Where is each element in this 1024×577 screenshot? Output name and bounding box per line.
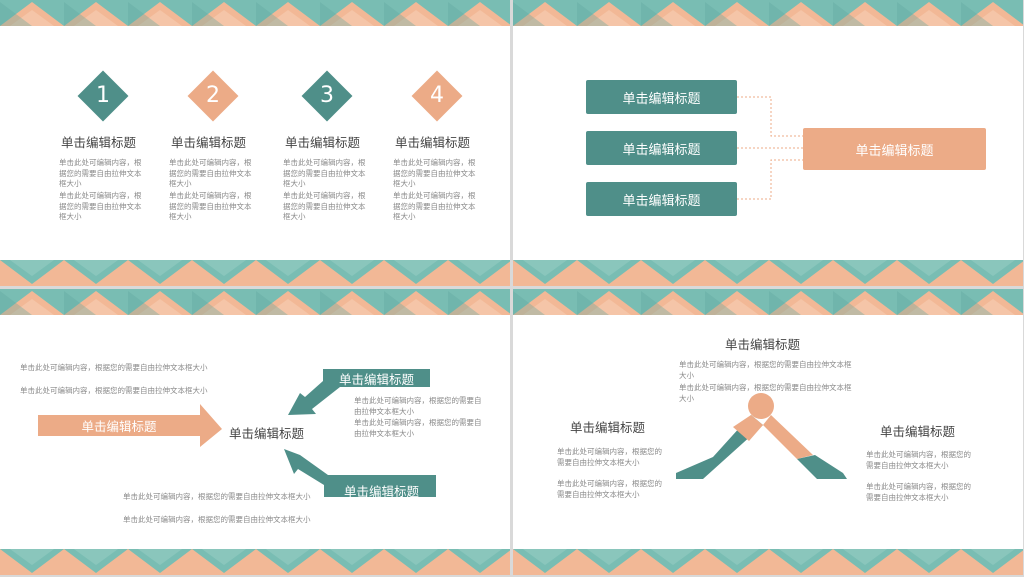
left-arrow-label[interactable]: 单击编辑标题: [38, 415, 200, 436]
step-number: 3: [320, 83, 334, 108]
step-body[interactable]: 单击此处可编辑内容，根据您的需要自由拉伸文本框大小: [169, 158, 252, 188]
step-body[interactable]: 单击此处可编辑内容，根据您的需要自由拉伸文本框大小: [393, 191, 476, 221]
step-number: 1: [96, 83, 110, 108]
step-number: 2: [206, 83, 220, 108]
left-box[interactable]: 单击编辑标题: [586, 131, 737, 165]
apex-circle: [748, 393, 774, 419]
step-body[interactable]: 单击此处可编辑内容，根据您的需要自由拉伸文本框大小: [393, 158, 476, 188]
right-text[interactable]: 单击此处可编辑内容，根据您的需要自由拉伸文本框大小: [354, 396, 482, 416]
bottom-text[interactable]: 单击此处可编辑内容，根据您的需要自由拉伸文本框大小: [123, 515, 311, 524]
step-title[interactable]: 单击编辑标题: [395, 135, 471, 150]
right-text[interactable]: 单击此处可编辑内容，根据您的需要自由拉伸文本框大小: [866, 450, 971, 470]
slide-numbered-steps[interactable]: 1 单击编辑标题 单击此处可编辑内容，根据您的需要自由拉伸文本框大小 单击此处可…: [0, 0, 510, 286]
left-text[interactable]: 单击此处可编辑内容，根据您的需要自由拉伸文本框大小: [20, 386, 208, 395]
step-body[interactable]: 单击此处可编辑内容，根据您的需要自由拉伸文本框大小: [169, 191, 252, 221]
left-text[interactable]: 单击此处可编辑内容，根据您的需要自由拉伸文本框大小: [557, 447, 662, 467]
bottom-text[interactable]: 单击此处可编辑内容，根据您的需要自由拉伸文本框大小: [123, 492, 311, 501]
top-text[interactable]: 单击此处可编辑内容，根据您的需要自由拉伸文本框大小: [679, 360, 852, 380]
zigzag-band-bottom: [513, 260, 1023, 286]
top-text[interactable]: 单击此处可编辑内容，根据您的需要自由拉伸文本框大小: [679, 383, 852, 403]
step-title[interactable]: 单击编辑标题: [285, 135, 361, 150]
left-title[interactable]: 单击编辑标题: [570, 420, 646, 435]
right-box[interactable]: 单击编辑标题: [803, 128, 986, 170]
zigzag-band-top: [513, 289, 1023, 315]
left-box[interactable]: 单击编辑标题: [586, 80, 737, 114]
zigzag-band-top: [0, 0, 510, 26]
step-title[interactable]: 单击编辑标题: [171, 135, 247, 150]
right-text[interactable]: 单击此处可编辑内容，根据您的需要自由拉伸文本框大小: [354, 418, 482, 438]
slide-tree-merge[interactable]: 单击编辑标题 单击编辑标题 单击编辑标题 单击编辑标题: [513, 0, 1023, 286]
triangle-figure: [676, 393, 847, 479]
right-text[interactable]: 单击此处可编辑内容，根据您的需要自由拉伸文本框大小: [866, 482, 971, 502]
top-arrow-shape: [288, 369, 430, 415]
right-leg-peach: [763, 415, 813, 459]
right-leg: [797, 455, 847, 479]
step-body[interactable]: 单击此处可编辑内容，根据您的需要自由拉伸文本框大小: [59, 158, 142, 188]
bottom-arrow-label[interactable]: 单击编辑标题: [343, 483, 419, 499]
left-leg-peach: [733, 415, 763, 441]
connector-lines: [737, 96, 803, 200]
zigzag-band-bottom: [513, 549, 1023, 575]
slide-triangle[interactable]: 单击编辑标题 单击此处可编辑内容，根据您的需要自由拉伸文本框大小 单击此处可编辑…: [513, 289, 1023, 575]
left-box[interactable]: 单击编辑标题: [586, 182, 737, 216]
step-number: 4: [430, 83, 444, 108]
step-body[interactable]: 单击此处可编辑内容，根据您的需要自由拉伸文本框大小: [283, 158, 366, 188]
step-body[interactable]: 单击此处可编辑内容，根据您的需要自由拉伸文本框大小: [283, 191, 366, 221]
step-body[interactable]: 单击此处可编辑内容，根据您的需要自由拉伸文本框大小: [59, 191, 142, 221]
top-arrow-label[interactable]: 单击编辑标题: [338, 371, 414, 387]
zigzag-band-bottom: [0, 260, 510, 286]
zigzag-band-top: [513, 0, 1023, 26]
center-title[interactable]: 单击编辑标题: [229, 426, 305, 441]
slide-arrows-converge[interactable]: 单击此处可编辑内容，根据您的需要自由拉伸文本框大小 单击此处可编辑内容，根据您的…: [0, 289, 510, 575]
zigzag-band-top: [0, 289, 510, 315]
left-text[interactable]: 单击此处可编辑内容，根据您的需要自由拉伸文本框大小: [557, 479, 662, 499]
right-title[interactable]: 单击编辑标题: [880, 424, 956, 439]
zigzag-band-bottom: [0, 549, 510, 575]
left-text[interactable]: 单击此处可编辑内容，根据您的需要自由拉伸文本框大小: [20, 363, 208, 372]
top-title[interactable]: 单击编辑标题: [725, 337, 801, 352]
step-title[interactable]: 单击编辑标题: [61, 135, 137, 150]
bottom-arrow-shape: [284, 449, 436, 497]
